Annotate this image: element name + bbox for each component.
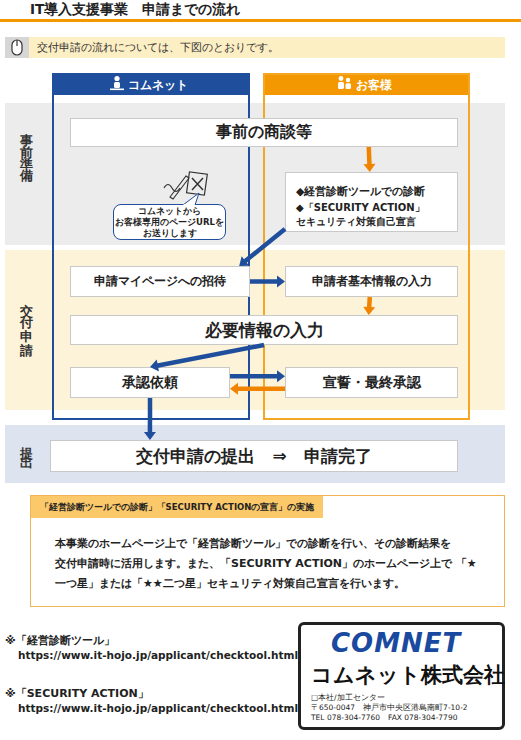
arrow-connector: [230, 383, 285, 395]
callout-bubble: コムネットから お客様専用のページURLを お送りします: [113, 204, 226, 240]
column-header: コムネット: [54, 75, 248, 95]
arrow-connector: [250, 276, 285, 288]
arrow-head: [150, 360, 159, 372]
arrow-shaft: [367, 147, 372, 165]
company-name: コムネット株式会社: [311, 661, 505, 689]
title-rule: [0, 19, 521, 22]
arrow-shaft: [157, 345, 264, 366]
box-text: 承認依頼: [71, 368, 229, 397]
box-text: ◆経営診断ツールでの診断: [296, 184, 456, 199]
arrow-connector: [363, 147, 375, 172]
process-box: 承認依頼: [70, 367, 230, 398]
company-box: COMNET コムネット株式会社 □本社/加工センター〒650-0047 神戸市中央…: [298, 622, 505, 730]
note-label: ※「SECURITY ACTION」: [5, 686, 149, 701]
arrow-connector: [239, 229, 285, 266]
box-text: 申請マイページへの招待: [71, 267, 249, 296]
page-title: IT導入支援事業 申請までの流れ: [30, 1, 240, 19]
arrow-shaft: [237, 386, 285, 391]
intro-bar: 交付申請の流れについては、下図のとおりです。: [5, 37, 505, 58]
company-logo: COMNET: [331, 628, 461, 658]
note-heading: 「経営診断ツールでの診断」「SECURITY ACTIONの宣言」の実施: [31, 496, 323, 518]
phase-band: 交付申請 申請マイページへの招待 申請者基本情報の入力必要情報の入力承認依頼 宣誓・最…: [5, 250, 505, 410]
arrow-connector: [230, 370, 285, 382]
arrow-head: [230, 383, 238, 395]
process-box: 必要情報の入力: [70, 315, 458, 345]
box-text: 申請者基本情報の入力: [286, 267, 457, 296]
intro-text: 交付申請の流れについては、下図のとおりです。: [37, 41, 279, 55]
note-label: https://www.it-hojo.jp/applicant/checkto…: [18, 649, 298, 661]
phase-label: 提出: [17, 437, 35, 453]
note-box: 「経営診断ツールでの診断」「SECURITY ACTIONの宣言」の実施本事業の…: [30, 495, 505, 607]
arrow-head: [144, 432, 156, 440]
column-header: お客様: [265, 75, 468, 95]
note-label: ※「経営診断ツール」: [5, 633, 115, 648]
box-text: ◆「SECURITY ACTION」 セキュリティ対策自己宣言: [296, 201, 454, 229]
box-text: 必要情報の入力: [71, 316, 457, 344]
note-label: https://www.it-hojo.jp/applicant/checkto…: [18, 702, 298, 714]
arrow-shaft: [245, 229, 285, 262]
arrow-head: [363, 307, 375, 315]
company-address: TEL 078-304-7760 FAX 078-304-7790: [311, 713, 457, 723]
box-text: 交付申請の提出 ⇒ 申請完了: [51, 441, 457, 471]
arrow-shaft: [250, 279, 278, 284]
note-body: 本事業のホームページ上で「経営診断ツール」での診断を行い、その診断結果を 交付申…: [55, 534, 480, 594]
process-box: 宣誓・最終承認: [285, 367, 458, 398]
arrow-shaft: [148, 398, 153, 433]
phase-band: 提出交付申請の提出 ⇒ 申請完了: [5, 425, 505, 483]
arrow-connector: [150, 345, 264, 371]
process-box: 申請マイページへの招待: [70, 266, 250, 297]
arrow-head: [277, 370, 285, 382]
process-box: 事前の商談等: [70, 118, 458, 147]
phase-label: 事前準備: [17, 123, 35, 171]
arrow-shaft: [367, 297, 372, 308]
arrow-connector: [363, 297, 375, 315]
arrow-head: [277, 276, 285, 288]
arrow-connector: [144, 398, 156, 440]
company-address: 〒650-0047 神戸市中央区港島南町7-10-2: [311, 703, 468, 713]
arrow-head: [239, 256, 249, 266]
process-box: 申請者基本情報の入力: [285, 266, 458, 297]
phase-band: 事前準備 事前の商談等 ◆経営診断ツールでの診断 ◆「SECURITY ACTION」…: [5, 103, 505, 245]
box-text: 事前の商談等: [71, 119, 457, 146]
phase-label: 交付申請: [17, 293, 35, 345]
arrow-shaft: [230, 374, 278, 379]
process-box: ◆経営診断ツールでの診断 ◆「SECURITY ACTION」 セキュリティ対策自…: [285, 172, 458, 232]
company-address: □本社/加工センター: [311, 693, 385, 703]
arrow-head: [363, 164, 375, 172]
process-box: 交付申請の提出 ⇒ 申請完了: [50, 440, 458, 472]
callout-text: コムネットから お客様専用のページURLを お送りします: [114, 205, 225, 239]
box-text: 宣誓・最終承認: [286, 368, 457, 397]
